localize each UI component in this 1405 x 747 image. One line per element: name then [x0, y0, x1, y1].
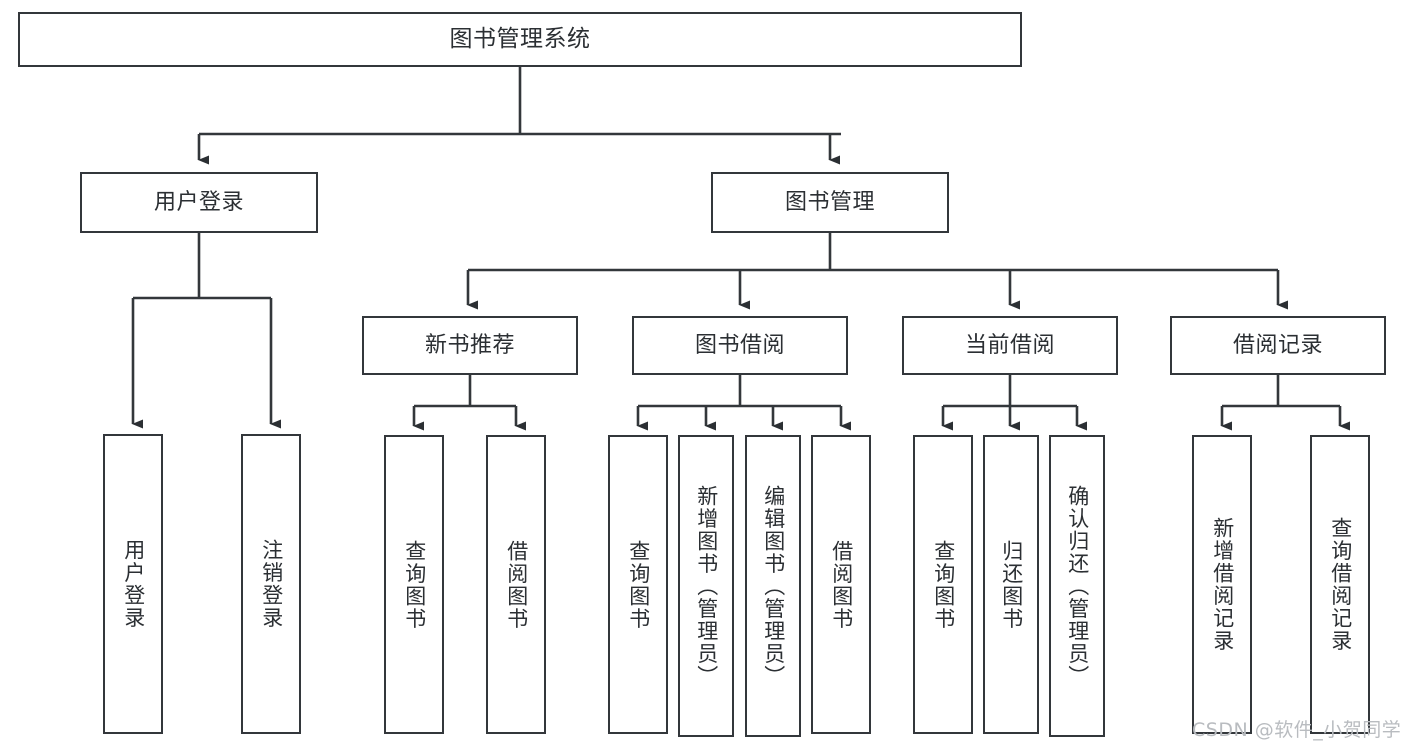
leaf-edit-book-admin[interactable]: 编辑图书（管理员） — [745, 435, 801, 737]
leaf-query-borrow-record[interactable]: 查询借阅记录 — [1310, 435, 1370, 734]
leaf-borrow-book-new[interactable]: 借阅图书 — [486, 435, 546, 734]
node-label: 图书管理 — [784, 189, 875, 215]
leaf-add-book-admin[interactable]: 新增图书（管理员） — [678, 435, 734, 737]
leaf-user-login[interactable]: 用户登录 — [103, 434, 163, 734]
leaf-borrow-book[interactable]: 借阅图书 — [811, 435, 871, 734]
node-label: 用户登录 — [121, 539, 146, 629]
node-label: 借阅图书 — [829, 539, 854, 630]
node-borrow-records[interactable]: 借阅记录 — [1170, 316, 1386, 375]
node-label: 借阅记录 — [1232, 332, 1323, 358]
node-label: 图书借阅 — [694, 332, 785, 358]
watermark-text: CSDN @软件_小贺同学 — [1192, 719, 1402, 741]
node-label: 图书管理系统 — [449, 25, 591, 52]
node-book-borrow[interactable]: 图书借阅 — [632, 316, 848, 375]
leaf-logout[interactable]: 注销登录 — [241, 434, 301, 734]
node-label: 借阅图书 — [504, 539, 529, 630]
node-root-system[interactable]: 图书管理系统 — [18, 12, 1022, 67]
leaf-query-book-current[interactable]: 查询图书 — [913, 435, 973, 734]
node-label: 查询图书 — [931, 539, 956, 630]
node-label: 新增图书（管理员） — [694, 484, 719, 688]
leaf-return-book[interactable]: 归还图书 — [983, 435, 1039, 734]
leaf-add-borrow-record[interactable]: 新增借阅记录 — [1192, 435, 1252, 734]
node-label: 查询图书 — [402, 539, 427, 630]
node-new-book-recommend[interactable]: 新书推荐 — [362, 316, 578, 375]
node-label: 编辑图书（管理员） — [761, 484, 786, 688]
leaf-query-book-borrow[interactable]: 查询图书 — [608, 435, 668, 734]
leaf-query-book-new[interactable]: 查询图书 — [384, 435, 444, 734]
node-label: 确认归还（管理员） — [1065, 484, 1090, 688]
node-label: 查询图书 — [626, 539, 651, 630]
node-user-login[interactable]: 用户登录 — [80, 172, 318, 233]
node-book-management[interactable]: 图书管理 — [711, 172, 949, 233]
leaf-confirm-return-admin[interactable]: 确认归还（管理员） — [1049, 435, 1105, 737]
node-current-borrow[interactable]: 当前借阅 — [902, 316, 1118, 375]
node-label: 用户登录 — [153, 189, 244, 215]
node-label: 归还图书 — [999, 539, 1024, 630]
node-label: 新书推荐 — [424, 332, 515, 358]
node-label: 新增借阅记录 — [1210, 517, 1235, 652]
node-label: 查询借阅记录 — [1328, 517, 1353, 652]
node-label: 注销登录 — [259, 539, 284, 629]
node-label: 当前借阅 — [964, 332, 1055, 358]
